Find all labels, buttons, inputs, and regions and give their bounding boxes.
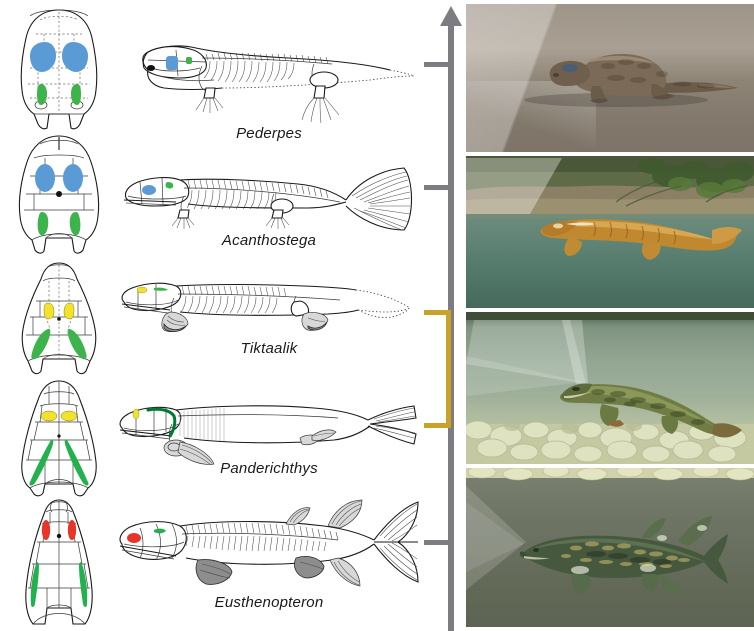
skull-diagram-panderichthys bbox=[0, 376, 118, 498]
orbit-marker bbox=[41, 520, 51, 540]
orbit-marker bbox=[63, 302, 75, 320]
skull-diagram-tiktaalik bbox=[0, 259, 118, 379]
spiracle-marker bbox=[30, 562, 39, 607]
orbit-marker bbox=[62, 42, 88, 72]
spiracle-marker bbox=[146, 407, 177, 438]
skeleton-tiktaalik bbox=[118, 268, 420, 360]
taxon-label-acanthostega: Acanthostega bbox=[221, 232, 317, 249]
spiracle-marker bbox=[64, 439, 89, 486]
skull-diagram-column bbox=[0, 0, 118, 631]
life-reconstruction-tiktaalik bbox=[466, 312, 754, 464]
tick-eusthenopteron bbox=[424, 540, 451, 545]
taxon-label-panderichthys: Panderichthys bbox=[220, 460, 318, 477]
orbit-marker bbox=[63, 164, 83, 192]
life-reconstruction-column bbox=[466, 0, 754, 631]
spiracle-marker bbox=[69, 212, 81, 236]
spiracle-marker bbox=[31, 328, 51, 360]
spiracle-marker bbox=[154, 287, 168, 291]
orbit-marker bbox=[43, 302, 55, 320]
axis-shaft bbox=[448, 22, 454, 631]
up-arrow-icon bbox=[440, 6, 462, 26]
spiracle-marker bbox=[37, 84, 47, 105]
pineal-foramen bbox=[56, 533, 62, 539]
skeleton-column: Pederpes bbox=[118, 0, 420, 631]
taxon-label-tiktaalik: Tiktaalik bbox=[240, 340, 298, 357]
spiracle-marker bbox=[37, 212, 49, 236]
skull-diagram-pederpes bbox=[0, 4, 118, 132]
spiracle-marker bbox=[154, 528, 166, 534]
orbit-marker bbox=[127, 533, 141, 543]
spiracle-marker bbox=[165, 182, 174, 189]
time-axis bbox=[420, 0, 466, 631]
taxon-label-eusthenopteron: Eusthenopteron bbox=[214, 594, 324, 611]
life-reconstruction-acanthostega bbox=[466, 156, 754, 308]
orbit-marker bbox=[67, 520, 77, 540]
orbit-marker bbox=[40, 410, 58, 422]
spiracle-marker bbox=[186, 57, 192, 64]
skull-diagram-eusthenopteron bbox=[0, 496, 118, 628]
spiracle-marker bbox=[79, 562, 88, 607]
life-reconstruction-pederpes bbox=[466, 4, 754, 152]
spiracle-marker bbox=[29, 439, 54, 486]
skeleton-acanthostega bbox=[118, 158, 420, 253]
naris-marker bbox=[147, 65, 155, 71]
orbit-marker bbox=[136, 286, 148, 294]
tick-pederpes bbox=[424, 62, 451, 67]
skeleton-panderichthys bbox=[118, 388, 420, 483]
orbit-marker bbox=[35, 164, 55, 192]
elpistostegalian-bracket bbox=[424, 310, 451, 428]
orbit-marker bbox=[166, 56, 178, 70]
pineal-foramen bbox=[56, 191, 62, 197]
orbit-marker bbox=[60, 410, 78, 422]
orbit-marker bbox=[132, 408, 140, 420]
orbit-marker bbox=[30, 42, 56, 72]
skeleton-eusthenopteron bbox=[118, 498, 420, 608]
spiracle-marker bbox=[67, 328, 87, 360]
life-reconstruction-eusthenopteron bbox=[466, 468, 754, 627]
taxon-label-pederpes: Pederpes bbox=[236, 125, 302, 142]
skeleton-pederpes bbox=[118, 30, 420, 130]
skull-diagram-acanthostega bbox=[0, 132, 118, 258]
pineal-foramen bbox=[57, 317, 61, 321]
tick-acanthostega bbox=[424, 185, 451, 190]
pineal-foramen bbox=[57, 434, 61, 438]
orbit-marker bbox=[142, 185, 156, 195]
spiracle-marker bbox=[71, 84, 81, 105]
